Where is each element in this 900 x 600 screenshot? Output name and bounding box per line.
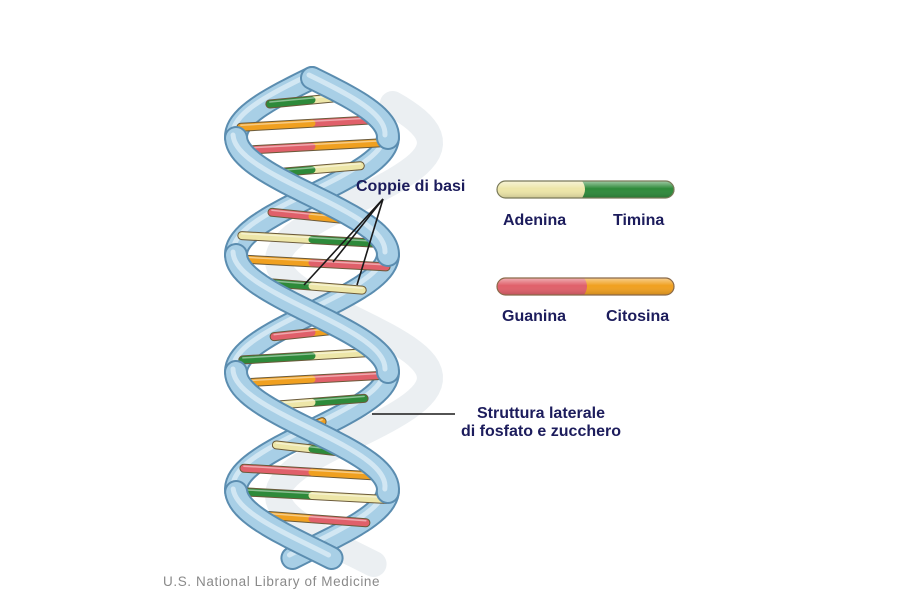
base-guanine [240,464,316,476]
base-adenine [272,441,316,453]
legend-bar-guanine-cytosine [496,277,675,296]
pointer-line [332,198,384,263]
base-cytosine [234,255,316,267]
base-guanine [270,329,316,341]
base-cytosine [237,119,316,131]
base-pair-highlight [237,256,387,266]
backbone-highlight [230,249,388,372]
base-pairs-label: Coppie di basi [356,178,466,195]
base-adenine [238,232,316,244]
backbone-ribbon [302,68,398,148]
backbone-highlight [230,132,388,255]
base-guanine [268,208,316,220]
base-adenine [308,491,391,503]
legend-cytosine-label: Citosina [606,308,670,325]
base-guanine [308,371,391,383]
base-pair-highlight [240,116,384,127]
credit-text: U.S. National Library of Medicine [163,574,381,589]
base-thymine [308,394,368,406]
base-cytosine [308,139,389,151]
backbone-highlight [230,72,312,138]
base-pair-highlight [236,488,388,499]
legend-thymine-label: Timina [613,212,665,229]
legend-adenine-label: Adenina [503,212,567,229]
base-thymine [266,96,316,108]
legend-guanine-label: Guanina [502,308,567,325]
backbone-strand-front [224,66,400,570]
base-pair-highlight [237,139,387,150]
base-guanine [308,515,370,527]
helix-shadow [264,91,444,577]
backbone-label-line2: di fosfato e zucchero [460,423,622,440]
base-adenine [308,282,366,294]
base-pair-highlight [236,372,388,382]
base-thymine [233,487,316,499]
backbone-highlight [306,72,388,138]
base-pair-highlight [241,232,383,243]
backbone-highlight [230,366,388,492]
legend-bar-adenine-thymine [496,180,675,199]
base-pair-highlight [261,279,363,289]
backbone-highlight [230,486,332,558]
base-thymine [239,352,316,364]
pointer-line [356,198,384,286]
pointer-line [303,198,384,286]
backbone-label: Struttura laterale di fosfato e zucchero [450,405,632,441]
label-pointers [303,198,455,415]
base-pair-highlight [243,465,381,475]
shadow-strand [264,91,444,577]
base-adenine [308,162,364,174]
base-pair-highlight [257,511,367,522]
backbone-label-line1: Struttura laterale [476,405,606,422]
